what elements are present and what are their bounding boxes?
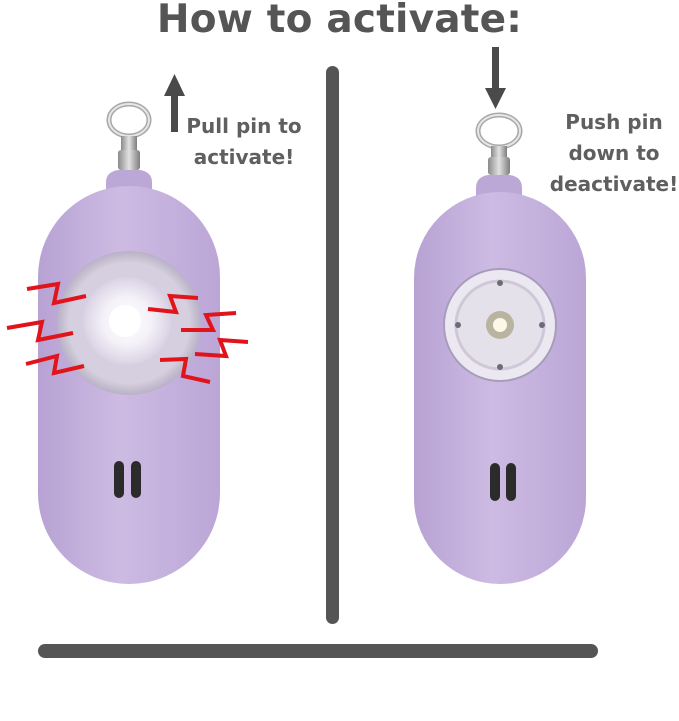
arrow-down-icon: [485, 47, 506, 109]
pin-icon: [488, 146, 510, 175]
page-title: How to activate:: [156, 0, 523, 42]
alarm-bolt-icon: [6, 281, 249, 384]
speaker-grille: [114, 461, 141, 498]
vertical-divider: [326, 66, 339, 624]
pin-icon: [118, 136, 140, 170]
speaker-grille: [490, 463, 516, 501]
activate-caption-line-2: activate!: [193, 145, 295, 169]
deactivate-caption-line-1: Push pin: [565, 110, 663, 134]
horizontal-divider: [38, 644, 598, 658]
key-ring-icon: [475, 112, 523, 150]
activate-caption: Pull pin to activate!: [178, 111, 310, 173]
activate-caption-line-1: Pull pin to: [186, 114, 302, 138]
alarm-device-activated: [6, 101, 249, 584]
screw-icon: [455, 280, 545, 370]
deactivate-caption-line-3: deactivate!: [549, 172, 679, 196]
alarm-device-deactivated: [414, 112, 586, 584]
arrow-up-icon: [164, 74, 185, 132]
deactivate-caption-line-2: down to: [568, 141, 660, 165]
device-body: [414, 192, 586, 584]
key-ring-icon: [106, 101, 152, 139]
deactivate-caption: Push pin down to deactivate!: [546, 107, 679, 200]
